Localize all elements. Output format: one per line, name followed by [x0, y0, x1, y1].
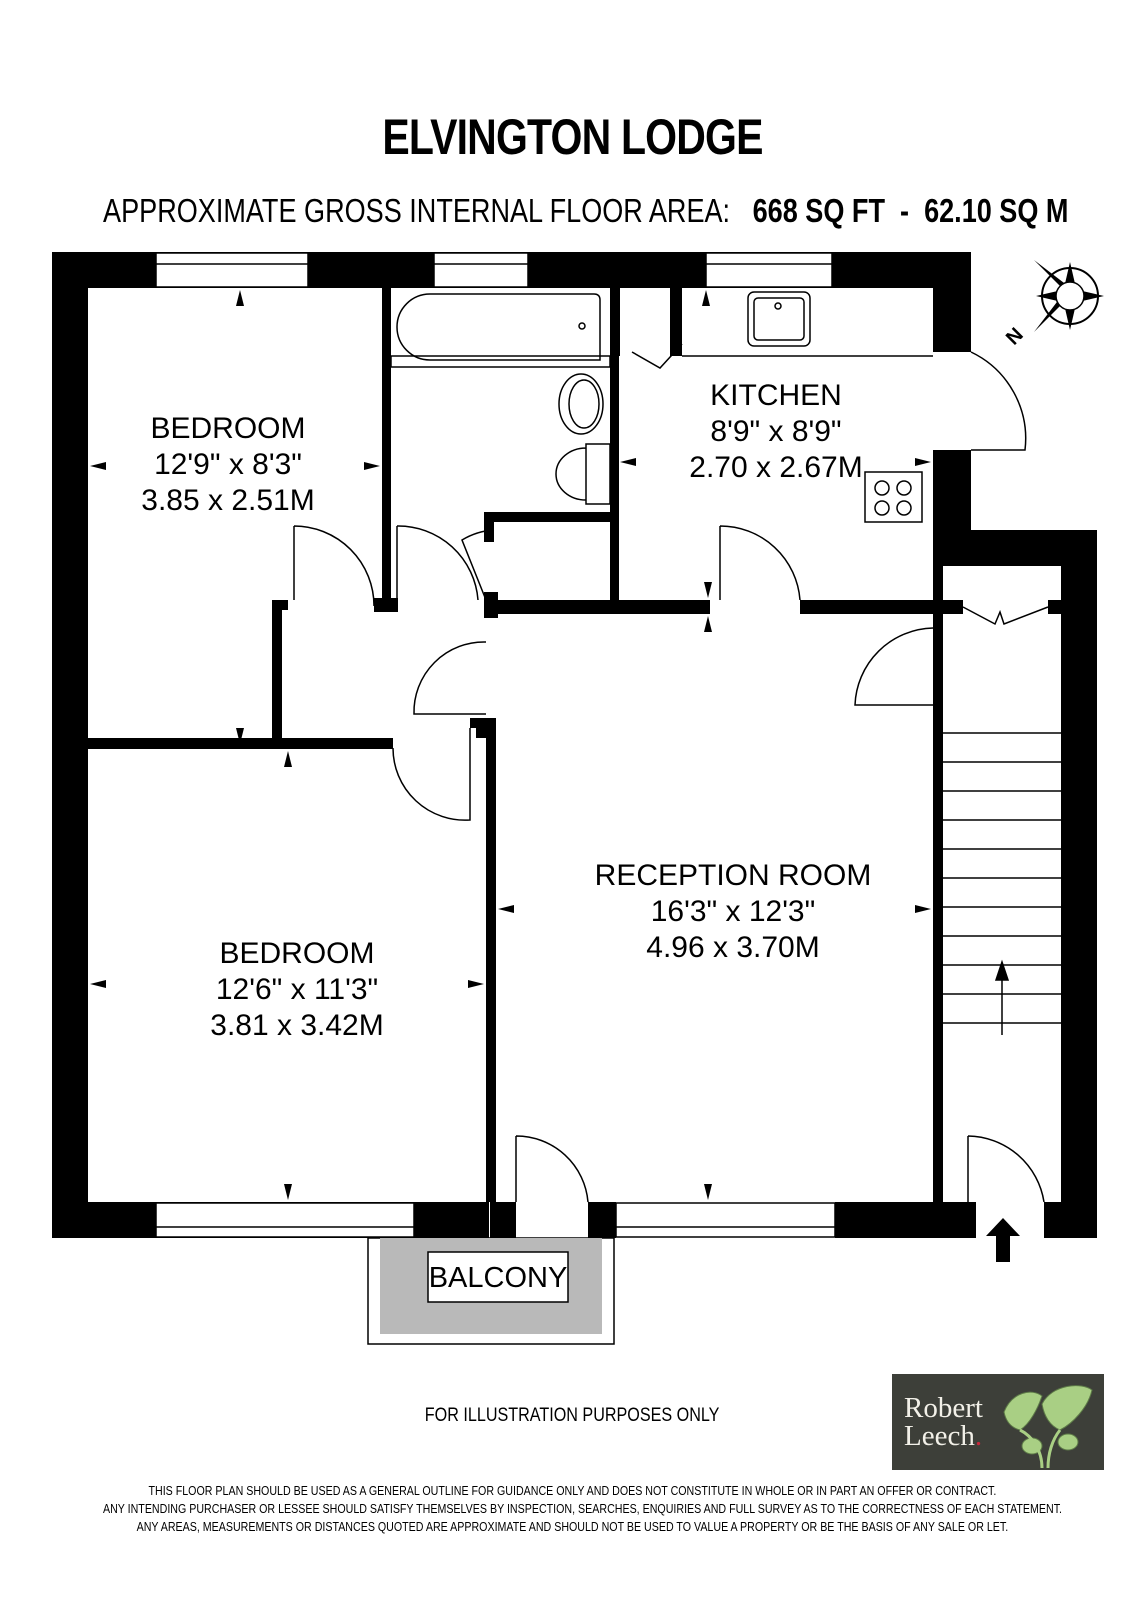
room-kitchen: KITCHEN 8'9" x 8'9" 2.70 x 2.67M [689, 379, 862, 484]
floor-area-separator: - [900, 192, 910, 229]
compass-north-label: N [1002, 324, 1028, 350]
sink-icon [747, 291, 811, 347]
room-name: BEDROOM [219, 937, 374, 970]
floor-area-label: APPROXIMATE GROSS INTERNAL FLOOR AREA: [103, 192, 731, 229]
room-size-imperial: 12'6" x 11'3" [216, 973, 378, 1006]
logo-text: Robert Leech. [904, 1392, 983, 1452]
agent-logo: Robert Leech. [892, 1374, 1104, 1470]
floor-area-summary: APPROXIMATE GROSS INTERNAL FLOOR AREA: 6… [103, 192, 1068, 230]
room-reception: RECEPTION ROOM 16'3" x 12'3" 4.96 x 3.70… [595, 859, 872, 964]
floor-area-sqm: 62.10 SQ M [924, 192, 1069, 229]
disclaimer-line: ANY INTENDING PURCHASER OR LESSEE SHOULD… [102, 1501, 1063, 1516]
logo-line-1: Robert [904, 1392, 983, 1424]
entrance-arrow-icon [986, 1218, 1020, 1262]
compass-rose-icon: N [1002, 260, 1104, 350]
door-swings [293, 343, 1049, 1203]
fixtures [390, 291, 933, 523]
room-bedroom-1: BEDROOM 12'9" x 8'3" 3.85 x 2.51M [141, 412, 314, 517]
windows [155, 252, 836, 1238]
balcony: BALCONY [367, 1237, 615, 1345]
disclaimer-line: THIS FLOOR PLAN SHOULD BE USED AS A GENE… [148, 1483, 997, 1498]
disclaimer: THIS FLOOR PLAN SHOULD BE USED AS A GENE… [102, 1482, 1063, 1536]
balcony-label: BALCONY [429, 1262, 568, 1294]
walls [52, 252, 1097, 1238]
room-size-metric: 3.85 x 2.51M [141, 484, 314, 517]
logo-line-2: Leech [904, 1420, 975, 1452]
staircase [943, 732, 1061, 1035]
disclaimer-line: ANY AREAS, MEASUREMENTS OR DISTANCES QUO… [136, 1519, 1009, 1534]
toilet-icon [555, 443, 611, 505]
logo-dot: . [974, 1420, 983, 1452]
oak-leaf-icon [1003, 1385, 1093, 1469]
room-size-imperial: 12'9" x 8'3" [154, 448, 302, 481]
room-name: KITCHEN [710, 379, 842, 412]
illustration-note: FOR ILLUSTRATION PURPOSES ONLY [424, 1405, 720, 1426]
page-title: ELVINGTON LODGE [382, 109, 763, 165]
hob-icon [864, 471, 923, 523]
room-name: BEDROOM [150, 412, 305, 445]
measurement-markers [90, 290, 931, 1200]
room-size-imperial: 8'9" x 8'9" [710, 415, 841, 448]
room-bedroom-2: BEDROOM 12'6" x 11'3" 3.81 x 3.42M [210, 937, 383, 1042]
room-size-imperial: 16'3" x 12'3" [651, 895, 816, 928]
bathtub-icon [396, 293, 601, 361]
room-size-metric: 3.81 x 3.42M [210, 1009, 383, 1042]
room-size-metric: 2.70 x 2.67M [689, 451, 862, 484]
basin-icon [558, 373, 604, 435]
floor-area-sqft: 668 SQ FT [752, 192, 885, 229]
room-size-metric: 4.96 x 3.70M [646, 931, 819, 964]
stair-up-arrow-icon [994, 959, 1010, 981]
room-name: RECEPTION ROOM [595, 859, 872, 892]
